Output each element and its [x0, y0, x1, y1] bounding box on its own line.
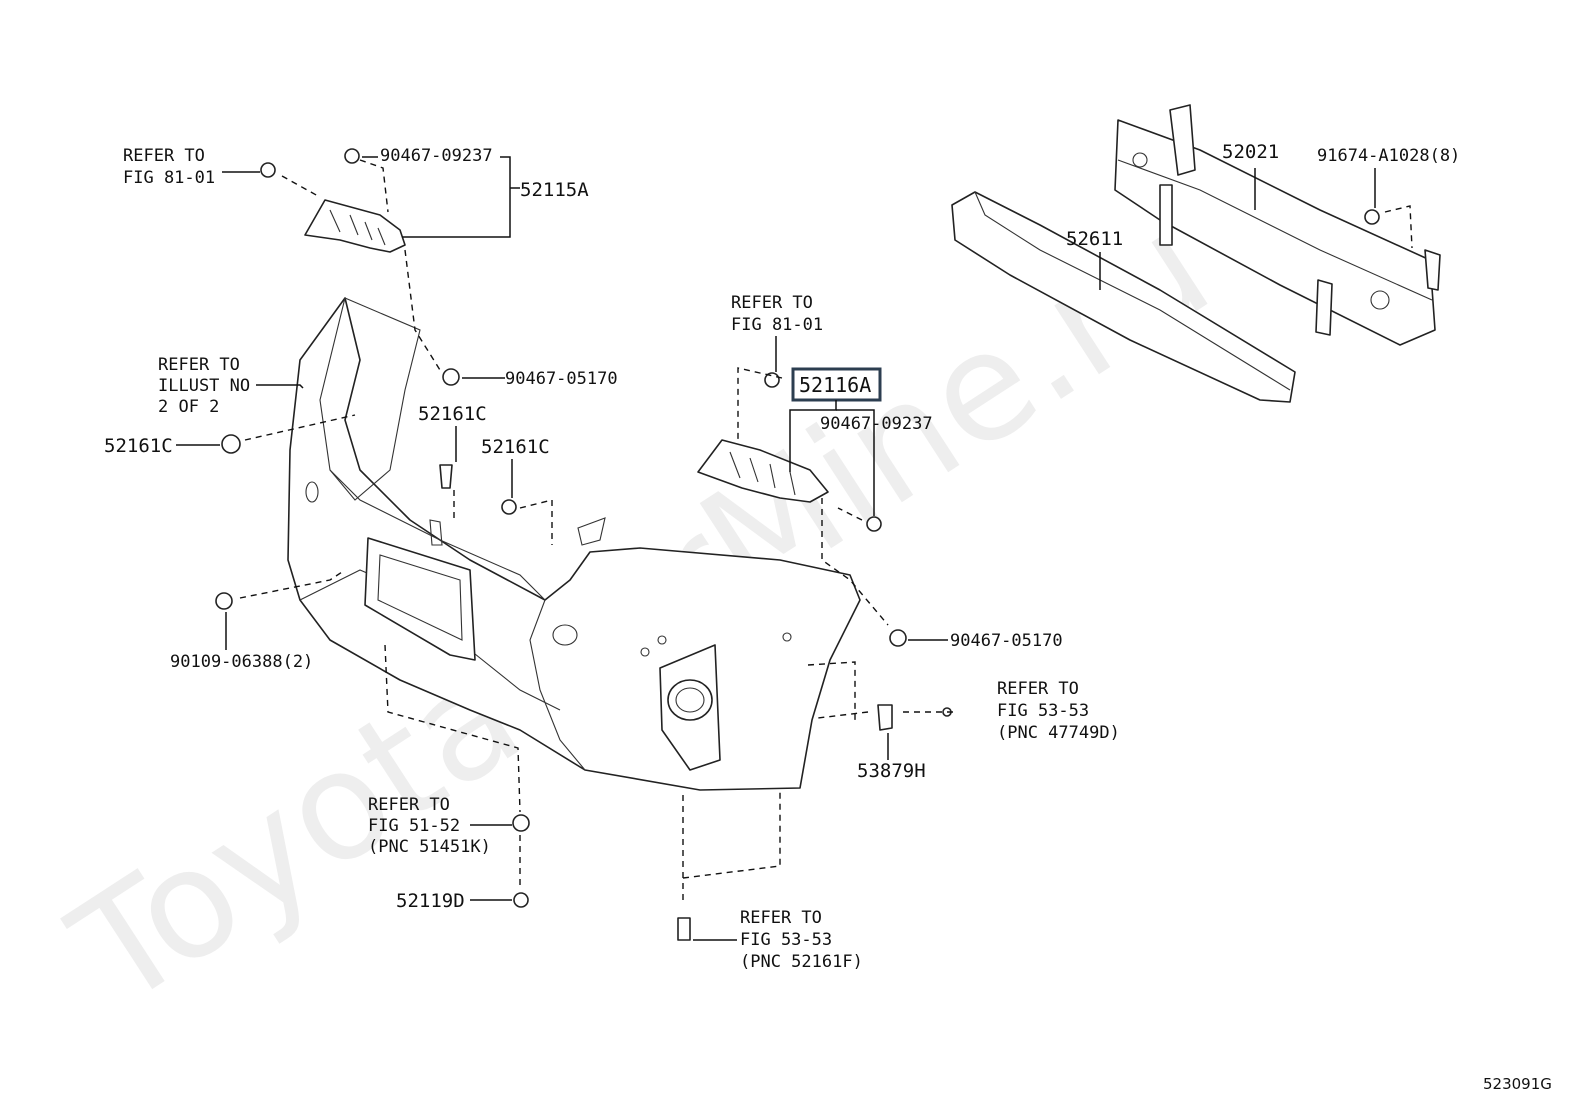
refer-label: (PNC 52161F) [740, 952, 863, 972]
push-clip-icon [677, 917, 691, 941]
refer-label: REFER TO [123, 146, 205, 166]
clip-icon [344, 148, 360, 164]
bracket-52116a [697, 439, 829, 503]
bracket-52115a [304, 199, 406, 253]
front-bumper-cover [287, 297, 861, 791]
reinforcement-52021 [1114, 104, 1441, 346]
part-number: 90109-06388(2) [170, 652, 313, 672]
part-number: 90467-09237 [820, 414, 933, 434]
bolt-icon [260, 162, 276, 178]
refer-label: FIG 53-53 [997, 701, 1089, 721]
part-number: 90467-05170 [950, 631, 1063, 651]
part-number: 52115A [520, 179, 589, 201]
part-number: 91674-A1028(8) [1317, 146, 1460, 166]
refer-label: REFER TO [740, 908, 822, 928]
part-number: 52161C [104, 435, 173, 457]
clip-icon [221, 434, 241, 454]
refer-label: ILLUST NO [158, 376, 250, 396]
refer-label: (PNC 47749D) [997, 723, 1120, 743]
refer-label: FIG 51-52 [368, 816, 460, 836]
bolt-icon [1364, 209, 1380, 225]
labels: REFER TO FIG 81-01 90467-09237 52115A 90… [104, 141, 1552, 1093]
assembly-lines [239, 159, 1413, 905]
clip-icon [512, 814, 530, 832]
leader-lines [176, 156, 1376, 941]
refer-label: (PNC 51451K) [368, 837, 491, 857]
bolt-icon [501, 499, 517, 515]
absorber-52611 [951, 191, 1296, 403]
push-clip-icon [439, 464, 453, 489]
refer-label: 2 OF 2 [158, 397, 219, 417]
bolt-icon [764, 372, 780, 388]
clip-icon [866, 516, 882, 532]
bolt-icon [215, 592, 233, 610]
part-number: 90467-05170 [505, 369, 618, 389]
part-number-highlighted: 52116A [799, 373, 871, 397]
refer-label: FIG 81-01 [123, 168, 215, 188]
part-number: 52161C [418, 403, 487, 425]
refer-label: REFER TO [158, 355, 240, 375]
part-number: 90467-09237 [380, 146, 493, 166]
figure-code: 523091G [1483, 1075, 1552, 1093]
refer-label: REFER TO [368, 795, 450, 815]
screw-icon [513, 892, 529, 908]
part-number: 52119D [396, 890, 465, 912]
refer-label: FIG 53-53 [740, 930, 832, 950]
refer-label: REFER TO [997, 679, 1079, 699]
refer-label: FIG 81-01 [731, 315, 823, 335]
part-number: 52021 [1222, 141, 1279, 163]
sensor-retainer-icon [877, 704, 893, 731]
refer-label: REFER TO [731, 293, 813, 313]
fasteners [215, 148, 1380, 941]
part-number: 52161C [481, 436, 550, 458]
part-number: 52611 [1066, 228, 1123, 250]
clip-icon [889, 629, 907, 647]
part-number: 53879H [857, 760, 926, 782]
clip-icon [442, 368, 460, 386]
